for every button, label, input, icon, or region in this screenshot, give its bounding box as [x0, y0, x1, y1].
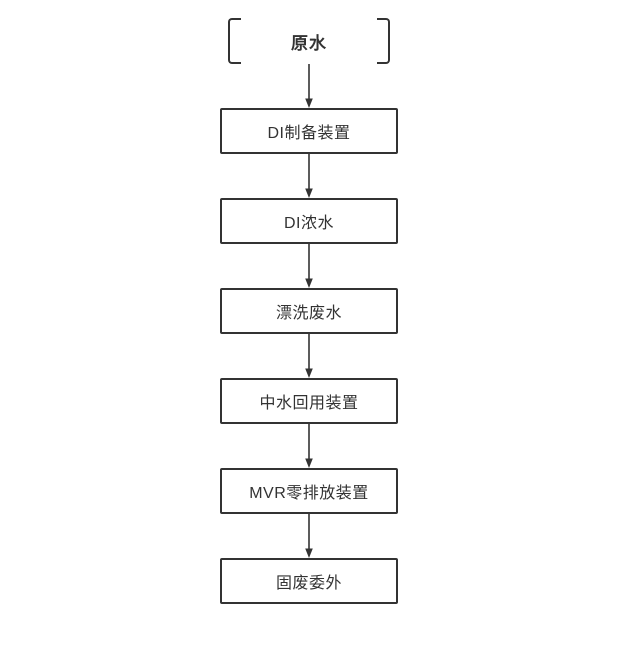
left-bracket-shape — [228, 18, 241, 64]
flow-node-reclaimed-water-reuse[interactable]: 中水回用装置 — [220, 378, 398, 424]
down-arrow-icon — [303, 64, 315, 108]
down-arrow-icon — [303, 244, 315, 288]
flow-node-label: 原水 — [291, 33, 327, 53]
flow-node-mvr-zero-discharge[interactable]: MVR零排放装置 — [220, 468, 398, 514]
down-arrow-icon — [303, 424, 315, 468]
right-bracket-shape — [377, 18, 390, 64]
flow-node-di-prep[interactable]: DI制备装置 — [220, 108, 398, 154]
flow-node-rinse-wastewater[interactable]: 漂洗废水 — [220, 288, 398, 334]
down-arrow-icon — [303, 514, 315, 558]
flow-node-solid-waste-outsourcing[interactable]: 固废委外 — [220, 558, 398, 604]
down-arrow-icon — [303, 154, 315, 198]
down-arrow-icon — [303, 334, 315, 378]
flow-node-raw-water[interactable]: 原水 — [228, 18, 390, 64]
flow-node-di-concentrate[interactable]: DI浓水 — [220, 198, 398, 244]
